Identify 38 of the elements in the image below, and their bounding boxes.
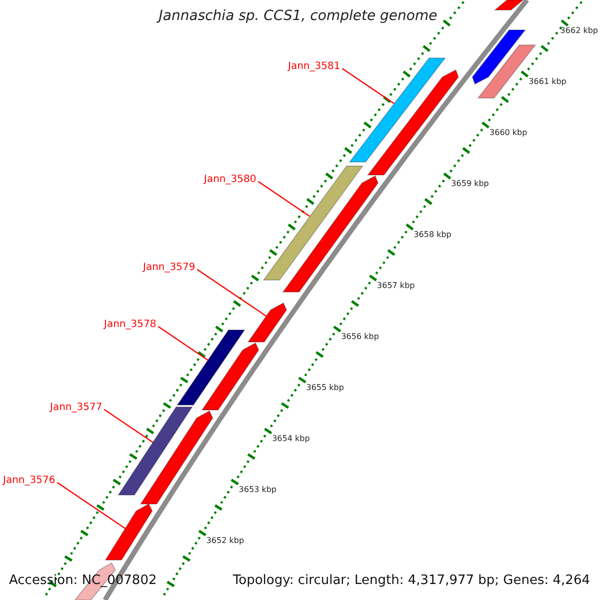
gene-label: Jann_3579 [143,262,196,273]
scale-label: 3658 kbp [414,231,452,240]
scale-label: 3653 kbp [238,486,276,495]
leader-line [196,269,267,317]
gene-feature [348,58,446,162]
gene-label: Jann_3578 [104,319,156,330]
gene-label: Jann_3581 [288,61,340,72]
scale-label: 3661 kbp [528,78,566,87]
accession-label: Accession: NC_007802 [9,574,157,588]
leader-line [342,68,394,104]
gene-feature [117,406,194,496]
leader-line [158,326,208,361]
genome-stats-label: Topology: circular; Length: 4,317,977 bp; Genes: 4,264 [232,574,590,588]
gene-feature [282,175,379,292]
leader-line [258,181,310,217]
gene-label: Jann_3580 [204,174,256,185]
gene-feature [472,30,526,85]
gene-feature [247,302,288,342]
scale-label: 3662 kbp [560,27,598,36]
leader-line [104,409,154,443]
scale-label: 3657 kbp [377,282,415,291]
gene-feature [140,410,214,504]
gene-feature [176,330,246,406]
scale-label: 3654 kbp [272,435,310,444]
scale-label: 3652 kbp [206,537,244,546]
scale-label: 3660 kbp [490,129,528,138]
gene-label: Jann_3576 [3,475,56,486]
gene-feature [104,503,153,560]
scale-label: 3656 kbp [341,333,379,342]
scale-label: 3655 kbp [306,384,344,393]
gene-feature [201,342,260,410]
scale-label: 3659 kbp [451,180,489,189]
map-title: Jannaschia sp. CCS1, complete genome [156,9,438,24]
gene-label: Jann_3577 [50,402,102,413]
gene-feature [262,166,364,280]
gene-feature [366,69,459,176]
gene-feature [494,0,524,10]
leader-line [56,482,126,530]
